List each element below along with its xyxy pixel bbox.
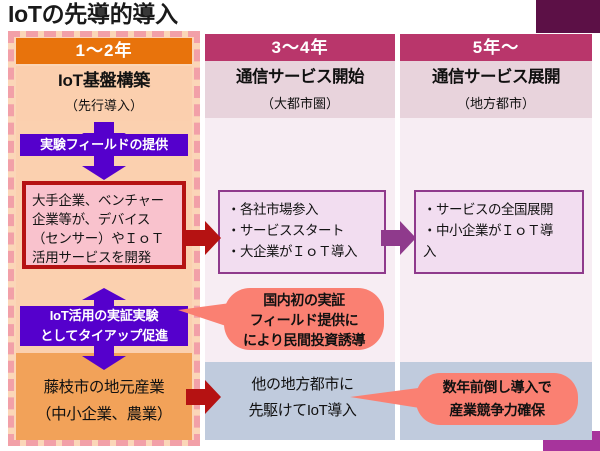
list-item: 入 <box>423 244 437 259</box>
column-1-period-header: 1～2年 <box>16 38 192 64</box>
column-2-bottom-line-2: 先駆けてIoT導入 <box>248 402 357 419</box>
arrow-right-red-upper <box>186 221 221 255</box>
column-3-subheading: （地方都市） <box>456 96 535 111</box>
column-1-heading: IoT基盤構築 <box>57 71 151 90</box>
column-2-title-block: 通信サービス開始 （大都市圏） <box>205 61 395 118</box>
column-separator-upper <box>395 61 400 118</box>
tieup-promotion-banner: IoT活用の実証実験 としてタイアップ促進 <box>20 306 188 346</box>
callout-2-line-1: 数年前倒し導入で <box>442 379 552 395</box>
callout-1-line-1: 国内初の実証 <box>263 292 345 308</box>
purple-arrow-down-bottom <box>82 345 126 370</box>
large-enterprise-development-box: 大手企業、ベンチャー 企業等が、デバイス （センサー）やＩｏＴ 活用サービスを開… <box>22 181 186 269</box>
callout-1-line-3: により民間投資誘導 <box>242 332 366 348</box>
column-2-heading: 通信サービス開始 <box>236 68 365 86</box>
callout-1-line-2: フィールド提供に <box>249 312 359 328</box>
redbox-line-4: 活用サービスを開発 <box>32 250 151 265</box>
list-item: ・各社市場参入 <box>227 202 319 217</box>
arrow-right-red-lower <box>186 380 221 414</box>
local-industry-line-2: （中小企業、農業） <box>36 406 172 423</box>
column-1-subheading: （先行導入） <box>64 98 143 113</box>
column-3-heading: 通信サービス展開 <box>432 68 561 86</box>
purple-arrow-down-middle <box>82 155 126 180</box>
column-3-title-block: 通信サービス展開 （地方都市） <box>400 61 592 118</box>
list-item: ・中小企業がＩｏＴ導 <box>423 223 554 238</box>
column-2-bottom-text: 他の地方都市に 先駆けてIoT導入 <box>215 372 390 432</box>
column-2-list-box: ・各社市場参入 ・サービススタート ・大企業がＩｏＴ導入 <box>218 190 386 274</box>
column-2-subheading: （大都市圏） <box>260 96 339 111</box>
column-2-bottom-band <box>205 362 395 440</box>
domestic-first-callout: 国内初の実証 フィールド提供に により民間投資誘導 <box>224 288 384 350</box>
callout-2-line-2: 産業競争力確保 <box>449 402 545 418</box>
local-industry-line-1: 藤枝市の地元産業 <box>43 379 165 396</box>
tieup-banner-line-1: IoT活用の実証実験 <box>49 308 159 323</box>
purple-arrow-up <box>82 288 126 308</box>
page-title: IoTの先導的導入 <box>8 1 178 27</box>
column-1-title-block: IoT基盤構築 （先行導入） <box>16 66 192 121</box>
callout-tail-lower <box>350 387 426 409</box>
tieup-banner-line-2: としてタイアップ促進 <box>40 328 168 343</box>
redbox-line-1: 大手企業、ベンチャー <box>32 193 164 208</box>
callout-tail-upper <box>178 302 238 330</box>
redbox-line-3: （センサー）やＩｏＴ <box>32 231 164 246</box>
arrow-right-purple <box>381 221 416 255</box>
list-item: ・サービスの全国展開 <box>423 202 554 217</box>
list-item: ・サービススタート <box>227 223 345 238</box>
experiment-field-banner: 実験フィールドの提供 <box>20 134 188 156</box>
column-2-period-header: 3～4年 <box>205 34 395 61</box>
local-industry-text: 藤枝市の地元産業 （中小企業、農業） <box>16 374 192 428</box>
decorative-corner-top-right <box>536 0 600 33</box>
column-3-period-header: 5年～ <box>400 34 592 61</box>
list-item: ・大企業がＩｏＴ導入 <box>227 244 358 259</box>
redbox-line-2: 企業等が、デバイス <box>32 212 151 227</box>
competitiveness-callout: 数年前倒し導入で 産業競争力確保 <box>416 373 578 425</box>
column-2-bottom-line-1: 他の地方都市に <box>251 376 354 393</box>
column-3-list-box: ・サービスの全国展開 ・中小企業がＩｏＴ導 入 <box>414 190 584 274</box>
